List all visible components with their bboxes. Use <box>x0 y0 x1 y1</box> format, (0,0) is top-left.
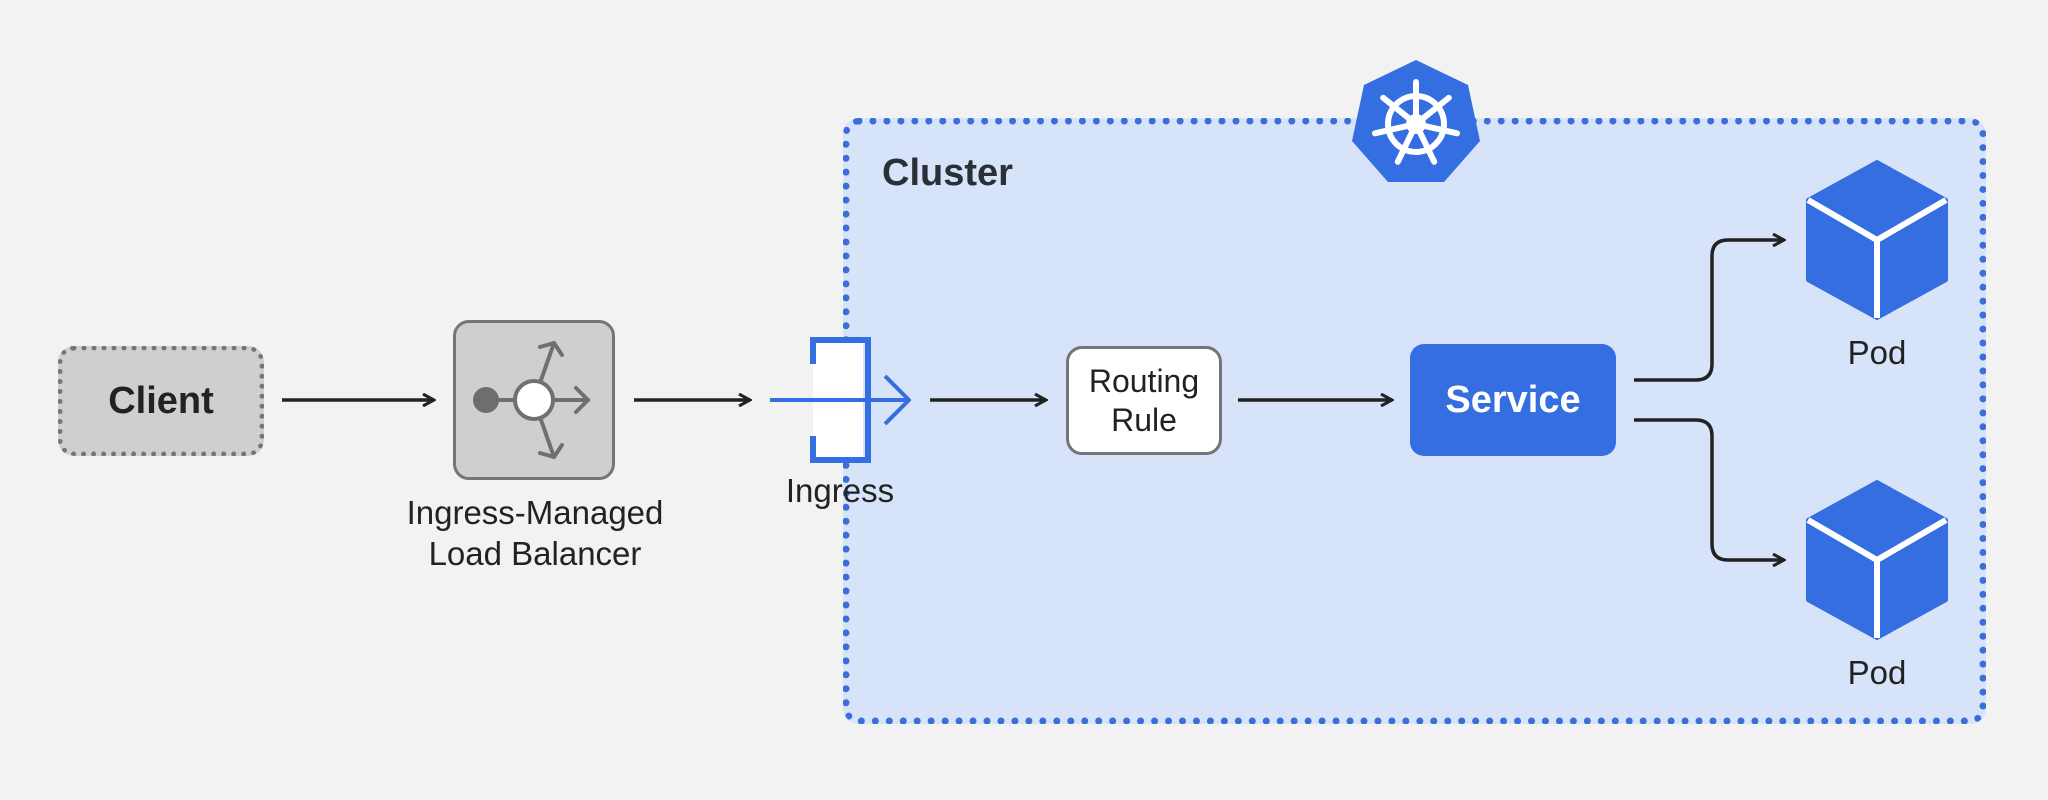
pod-label-top: Pod <box>1847 334 1907 371</box>
pod-cube-icon <box>1806 480 1948 640</box>
load-balancer-label-line1: Ingress-Managed <box>406 494 664 531</box>
arrow-service-to-pod-bottom <box>1634 418 1784 560</box>
arrow-service-to-pod-top <box>1634 240 1784 382</box>
load-balancer-label: Ingress-Managed Load Balancer <box>385 492 685 574</box>
pod-label-bottom: Pod <box>1847 654 1907 691</box>
ingress-icon <box>770 337 911 463</box>
load-balancer-label-line2: Load Balancer <box>428 535 642 572</box>
service-node: Service <box>1410 344 1616 456</box>
cluster-label: Cluster <box>882 152 1013 194</box>
routing-rule-label-line1: Routing <box>1088 362 1200 399</box>
service-label: Service <box>1445 378 1581 421</box>
routing-rule-label-line2: Rule <box>1111 401 1177 438</box>
pod-cube-icon <box>1806 160 1948 320</box>
client-node: Client <box>58 346 264 456</box>
routing-rule-node: Routing Rule <box>1066 346 1222 455</box>
ingress-label: Ingress <box>785 472 895 509</box>
load-balancer-node <box>453 320 615 480</box>
load-balancer-icon <box>473 341 590 459</box>
client-label: Client <box>108 379 214 422</box>
kubernetes-helm-icon <box>1352 60 1480 182</box>
